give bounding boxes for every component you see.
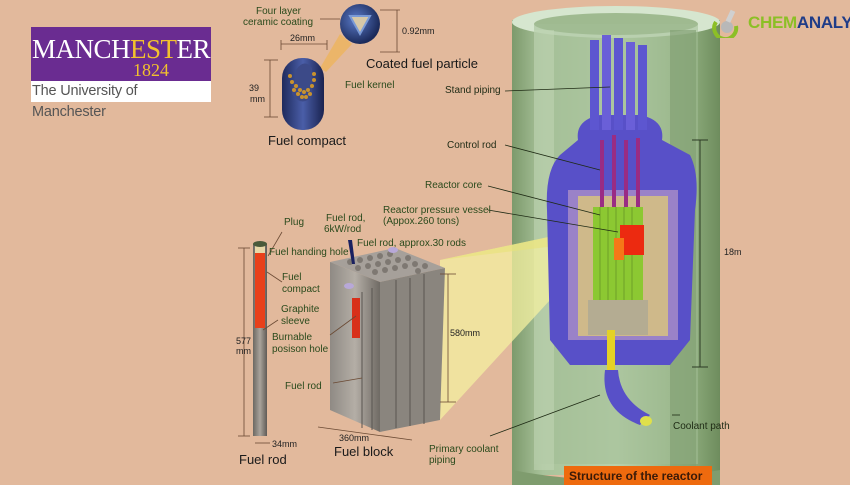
rod-length-line2: mm <box>236 346 251 356</box>
rod-diameter: 34mm <box>272 439 298 449</box>
fuel-compact-title: Fuel compact <box>268 133 347 148</box>
reactor-vessel <box>546 35 697 426</box>
fuel-block <box>330 240 445 432</box>
particle-diameter: 0.92mm <box>402 26 435 36</box>
vessel-label-line1: Reactor pressure vessel <box>383 205 491 216</box>
height-dimension-18m <box>692 139 708 368</box>
logo-name-part2: EST <box>129 34 177 64</box>
rod-length-line1: 577 <box>236 336 252 346</box>
fuel-block-title: Fuel block <box>334 444 394 459</box>
reactor-core-label: Reactor core <box>425 180 483 191</box>
chemanalyst-part1: CHEM <box>748 13 797 32</box>
fuel-compact <box>282 58 324 130</box>
coating-label-line2: ceramic coating <box>243 17 314 28</box>
fuel-rod-title: Fuel rod <box>239 452 287 467</box>
rod-power-line2: 6kW/rod <box>324 224 362 235</box>
coating-label-line1: Four layer <box>256 6 302 17</box>
flask-icon <box>712 9 739 38</box>
poison-label-line1: Burnable <box>272 332 313 343</box>
coated-particle-title: Coated fuel particle <box>366 56 479 71</box>
reactor-height: 18m <box>724 247 742 257</box>
inner-rod-label: Fuel rod <box>285 381 322 392</box>
poison-label-line2: posison hole <box>272 344 329 355</box>
compact-label-line2: compact <box>282 284 320 295</box>
reactor-caption-banner: Structure of the reactor <box>564 466 712 485</box>
reactor-caption: Structure of the reactor <box>569 469 703 483</box>
plug-label: Plug <box>284 217 305 228</box>
fuel-rod <box>253 241 267 436</box>
coolant-path-label: Coolant path <box>673 421 730 432</box>
compact-label-line1: Fuel <box>282 272 302 283</box>
primary-piping-line1: Primary coolant <box>429 444 499 455</box>
sleeve-label-line1: Graphite <box>281 304 320 315</box>
rod-count-label: Fuel rod, approx.30 rods <box>357 238 466 249</box>
control-rod-label: Control rod <box>447 140 497 151</box>
logo-name-part3: ER <box>176 34 211 64</box>
logo-name-part1: MANCH <box>31 34 131 64</box>
university-logo-year: 1824 <box>133 60 169 80</box>
university-logo: MANCHESTER 1824 <box>31 27 211 81</box>
compact-height-line2: mm <box>250 94 265 104</box>
stand-piping-label: Stand piping <box>445 85 501 96</box>
rod-power-line1: Fuel rod, <box>326 213 366 224</box>
block-height: 580mm <box>450 328 481 338</box>
vessel-label-line2: (Appox.260 tons) <box>383 216 460 227</box>
block-width: 360mm <box>339 433 370 443</box>
university-logo-name: MANCHESTER <box>31 35 211 63</box>
chemanalyst-logo: CHEMANALYST <box>710 8 850 38</box>
chemanalyst-part2: ANALYST <box>796 13 850 32</box>
chemanalyst-wordmark: CHEMANALYST <box>748 13 850 33</box>
fuel-kernel-label: Fuel kernel <box>345 80 395 91</box>
compact-width: 26mm <box>290 33 316 43</box>
compact-height-line1: 39 <box>249 83 260 93</box>
sleeve-label-line2: sleeve <box>281 316 310 327</box>
coated-fuel-particle <box>340 4 380 44</box>
university-logo-subtitle: The University of Manchester <box>31 81 211 120</box>
reactor-leader-lines <box>487 86 680 437</box>
primary-piping-line2: piping <box>429 455 456 466</box>
handling-hole-label: Fuel handing hole <box>269 247 349 258</box>
